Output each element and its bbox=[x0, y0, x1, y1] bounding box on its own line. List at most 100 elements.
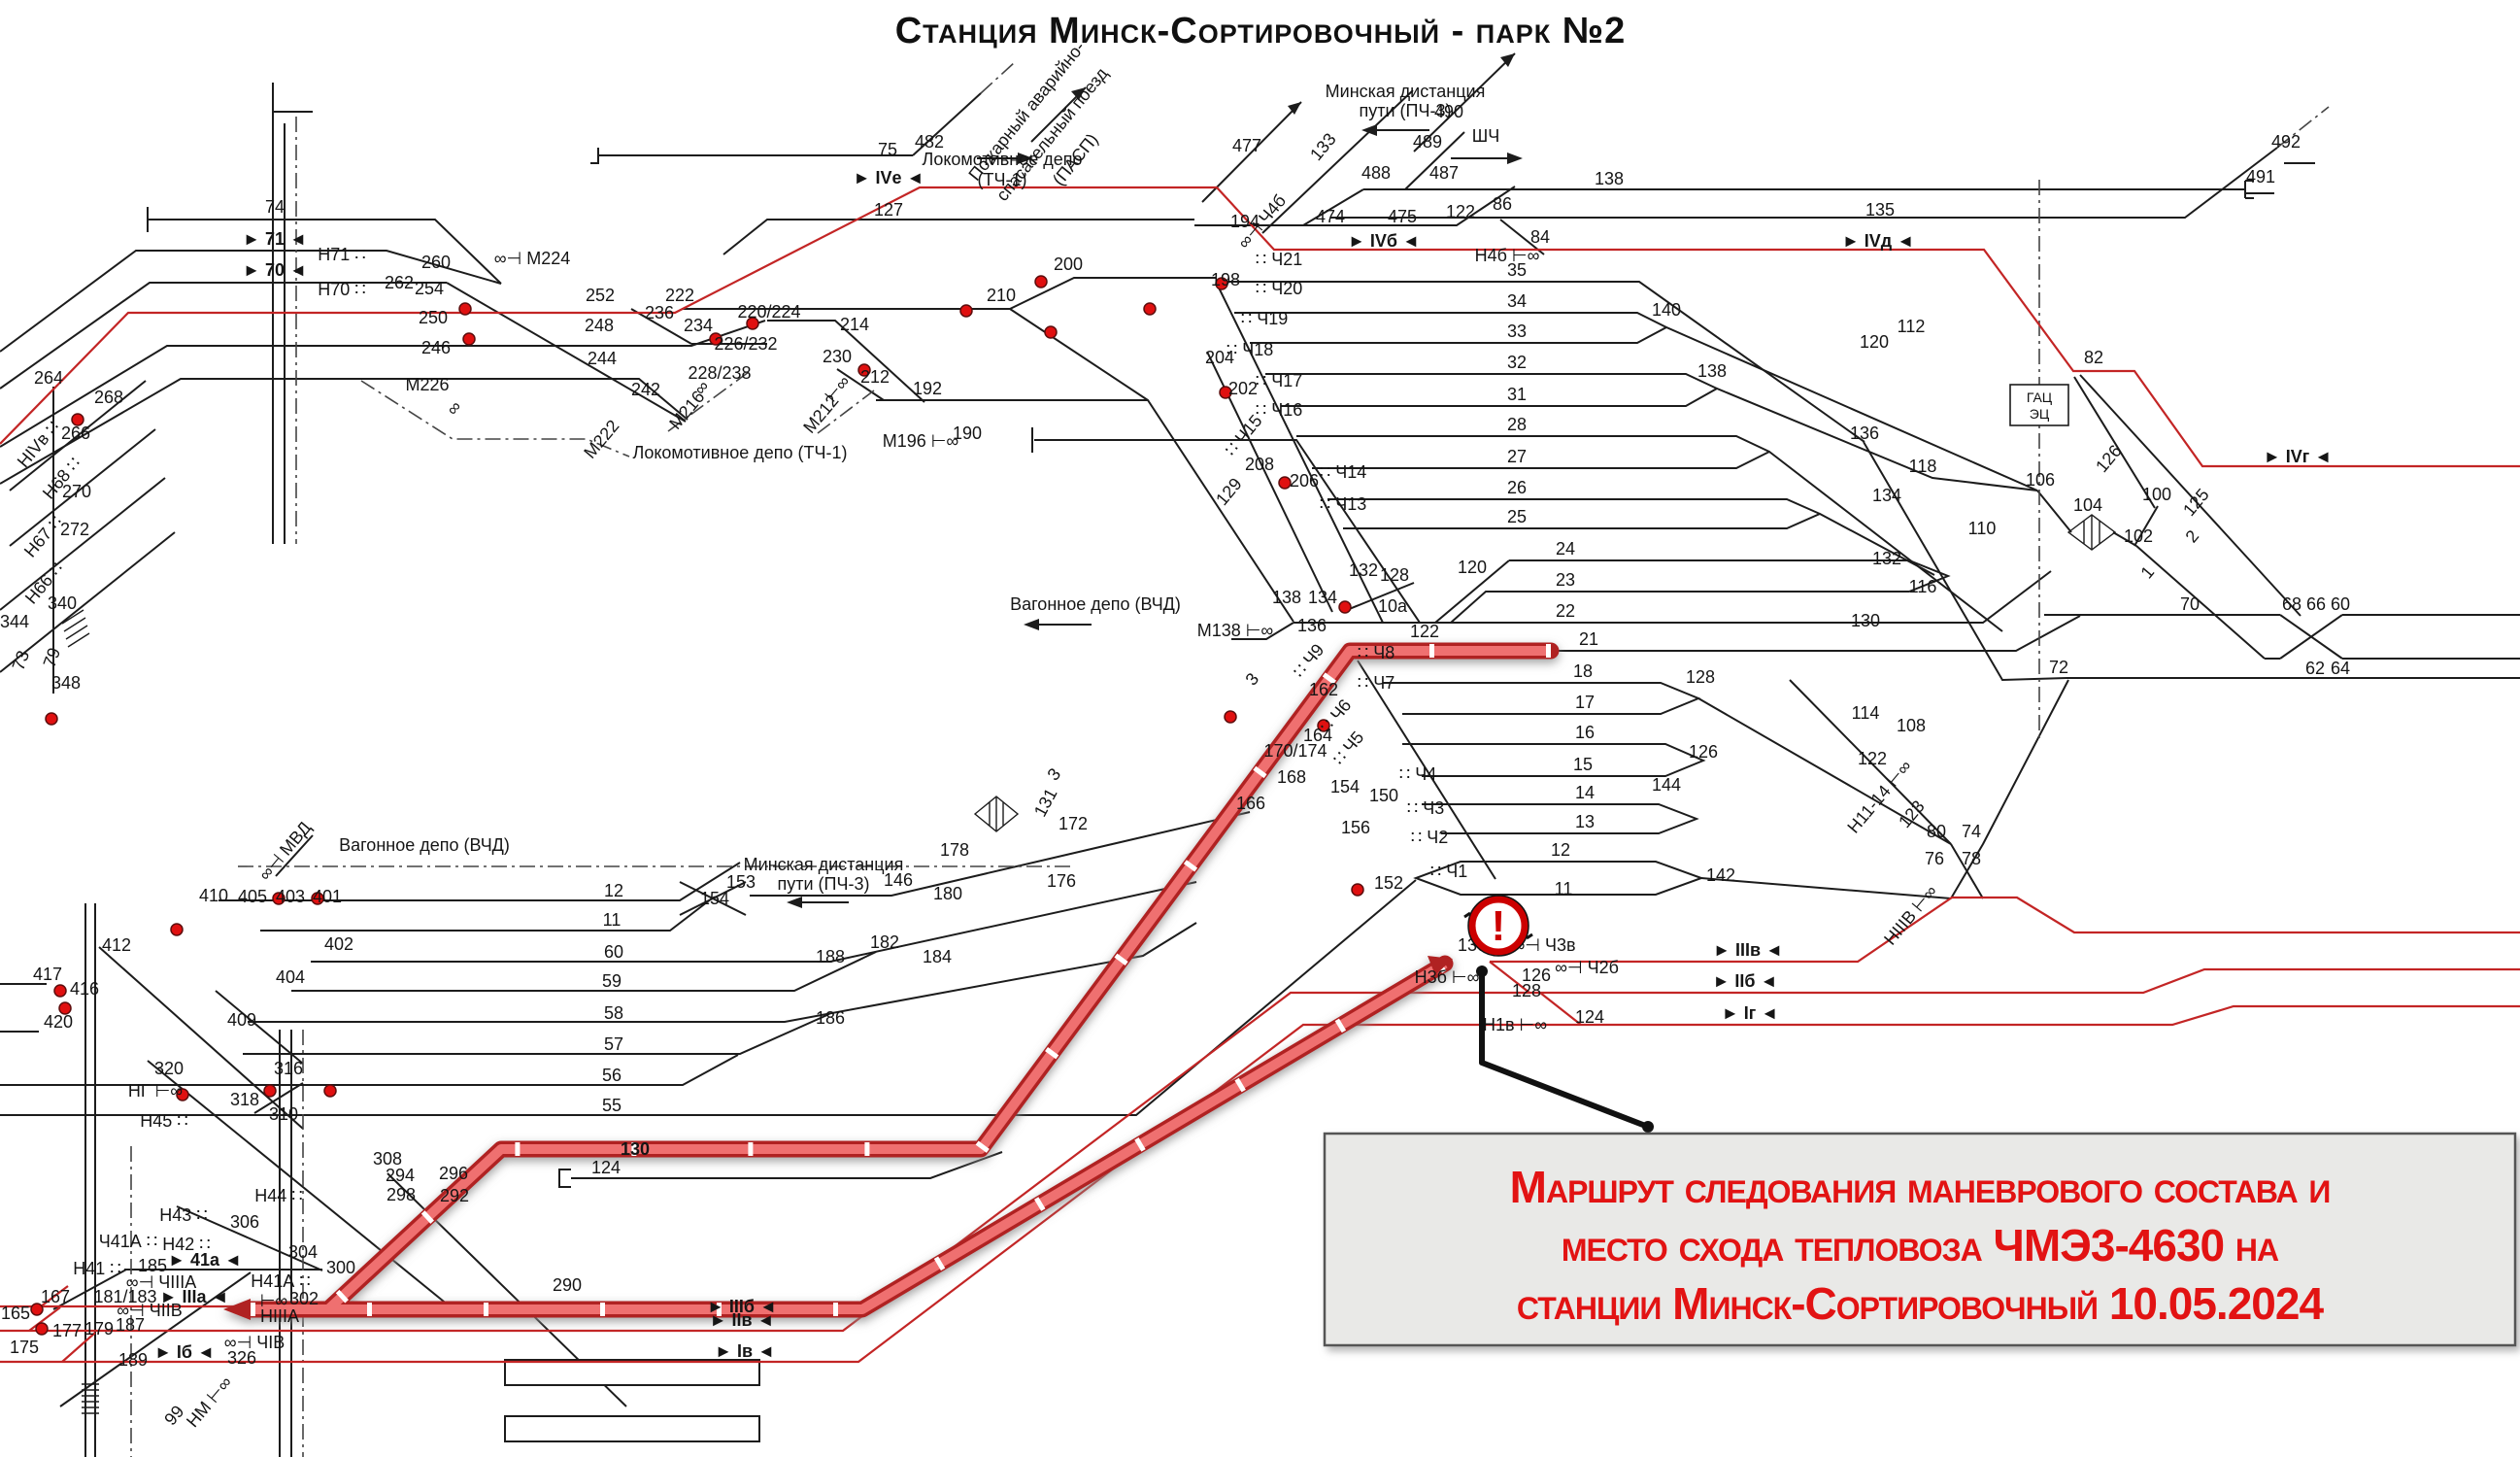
diagram-label: ∷ Ч4 bbox=[1399, 764, 1436, 784]
diagram-label: 316 bbox=[274, 1059, 303, 1078]
diagram-label: ► IVг ◄ bbox=[2264, 447, 2332, 466]
diagram-label: 190 bbox=[953, 424, 982, 443]
diagram-label: 300 bbox=[326, 1258, 355, 1277]
shunting-signal-icon bbox=[709, 332, 722, 346]
shunting-signal-icon bbox=[53, 984, 67, 998]
diagram-label: 477 bbox=[1232, 136, 1261, 155]
diagram-label: ∞ bbox=[443, 397, 466, 420]
diagram-label: НГ ⊢∞ bbox=[128, 1081, 183, 1101]
diagram-label: 204 bbox=[1205, 348, 1234, 367]
diagram-label: 184 bbox=[923, 947, 952, 966]
diagram-label: 228/238 bbox=[688, 363, 751, 383]
diagram-label: Локомотивное депо bbox=[923, 150, 1083, 169]
diagram-label: ► IIIв ◄ bbox=[1713, 940, 1783, 960]
shunting-signal-icon bbox=[30, 1303, 44, 1316]
diagram-label: ∷ Ч21 bbox=[1256, 250, 1302, 269]
platform bbox=[504, 1415, 760, 1442]
diagram-label: 214 bbox=[840, 315, 869, 334]
diagram-label: 226/232 bbox=[714, 334, 777, 354]
diagram-label: 124 bbox=[1575, 1007, 1604, 1027]
diagram-label: 402 bbox=[324, 934, 353, 954]
derailment-marker: ! bbox=[1463, 895, 1654, 1133]
diagram-label: НIVв ∷ bbox=[14, 417, 63, 471]
diagram-label: Н41 ∷ bbox=[73, 1259, 120, 1278]
diagram-label: 198 bbox=[1211, 270, 1240, 289]
diagram-label: ► 71 ◄ bbox=[243, 229, 307, 249]
diagram-label: ∷ Ч18 bbox=[1226, 340, 1273, 359]
diagram-label: 79 bbox=[40, 645, 65, 670]
route-start-arrow-icon bbox=[223, 1299, 251, 1320]
diagram-label: 23 bbox=[1556, 570, 1575, 590]
diagram-label: Н43 ∷ bbox=[159, 1205, 207, 1225]
diagram-label: 140 bbox=[1652, 300, 1681, 320]
infobox-panel bbox=[1323, 1132, 2517, 1347]
shunting-signal-icon bbox=[1224, 710, 1237, 724]
diagram-label: 22 bbox=[1556, 601, 1575, 621]
diagram-label: 132 bbox=[1349, 560, 1378, 580]
diagram-label: 292 bbox=[440, 1186, 469, 1205]
diagram-label: 164 bbox=[1303, 726, 1332, 745]
shunting-signal-icon bbox=[45, 712, 58, 726]
diagram-label: ∷ Ч20 bbox=[1256, 279, 1302, 298]
diagram-label: ЭЦ bbox=[2030, 406, 2050, 422]
diagram-label: М138 ⊢∞ bbox=[1197, 621, 1274, 640]
diagram-label: 475 bbox=[1388, 207, 1417, 226]
diagram-label: 68 bbox=[2282, 594, 2302, 614]
diagram-label: 308 bbox=[373, 1149, 402, 1169]
structures bbox=[61, 53, 2117, 1457]
diagram-label: 404 bbox=[276, 967, 305, 987]
infobox: Маршрут следования маневрового состава и… bbox=[1323, 1132, 2517, 1347]
diagram-label: 138 bbox=[1595, 169, 1624, 188]
diagram-label: 185 bbox=[138, 1256, 167, 1275]
diagram-label: 302 bbox=[289, 1289, 319, 1308]
diagram-label: 192 bbox=[913, 379, 942, 398]
diagram-label: ► Iг ◄ bbox=[1722, 1003, 1778, 1023]
diagram-label: 26 bbox=[1507, 478, 1527, 497]
diagram-label: 100 bbox=[2142, 485, 2171, 504]
diagram-label: 405 bbox=[238, 887, 267, 906]
diagram-label: 116 bbox=[1909, 577, 1937, 596]
diagram-label: ШЧ bbox=[1472, 126, 1500, 146]
diagram-label: 12 bbox=[604, 881, 623, 900]
shunting-signal-icon bbox=[323, 1084, 337, 1098]
diagram-label: ∞⊣ МВД bbox=[255, 818, 316, 884]
diagram-label: 156 bbox=[1341, 818, 1370, 837]
diagram-label: 122 bbox=[1410, 622, 1439, 641]
route-band bbox=[223, 642, 1560, 1320]
diagram-label: 166 bbox=[1236, 794, 1265, 813]
diagram-label: 318 bbox=[230, 1090, 259, 1109]
diagram-label: 86 bbox=[1493, 194, 1512, 214]
diagram-label: 182 bbox=[870, 932, 899, 952]
diagram-label: 133 bbox=[1306, 129, 1340, 164]
diagram-label: 206 bbox=[1290, 471, 1319, 491]
diagram-label: 128 bbox=[1512, 981, 1541, 1000]
diagram-label: 482 bbox=[915, 132, 944, 152]
diagram-label: 74 bbox=[1962, 822, 1981, 841]
diagram-label: 62 bbox=[2305, 659, 2325, 678]
diagram-label: 76 bbox=[1925, 849, 1944, 868]
diagram-label: ∷ Ч1 bbox=[1430, 862, 1467, 881]
diagram-label: Локомотивное депо (ТЧ-1) bbox=[633, 443, 848, 462]
diagram-label: ∷ Ч17 bbox=[1256, 371, 1302, 390]
diagram-label: 122 bbox=[1858, 749, 1887, 768]
diagram-label: 294 bbox=[386, 1166, 415, 1185]
diagram-label: 35 bbox=[1507, 260, 1527, 280]
diagram-label: 176 bbox=[1047, 871, 1076, 891]
diagram-label: 320 bbox=[154, 1059, 184, 1078]
diagram-label: 489 bbox=[1413, 132, 1442, 152]
diagram-label: 266 bbox=[61, 424, 90, 443]
diagram-label: ∷ Ч16 bbox=[1256, 400, 1302, 420]
diagram-label: 82 bbox=[2084, 348, 2103, 367]
diagram-label: Н3б ⊢∞ bbox=[1415, 967, 1480, 987]
diagram-label: 55 bbox=[602, 1096, 622, 1115]
diagram-label: пути (ПЧ-3) bbox=[778, 874, 870, 894]
shunting-signal-icon bbox=[1317, 719, 1330, 732]
pointer-line bbox=[1479, 968, 1651, 1130]
diagram-label: пути (ПЧ-3) bbox=[1360, 101, 1452, 120]
diagram-label: 344 bbox=[0, 612, 29, 631]
diagram-label: 162 bbox=[1309, 680, 1338, 699]
diagram-label: ► IIв ◄ bbox=[710, 1310, 775, 1330]
diagram-label: 146 bbox=[884, 870, 913, 890]
diagram-label: 200 bbox=[1054, 254, 1083, 274]
